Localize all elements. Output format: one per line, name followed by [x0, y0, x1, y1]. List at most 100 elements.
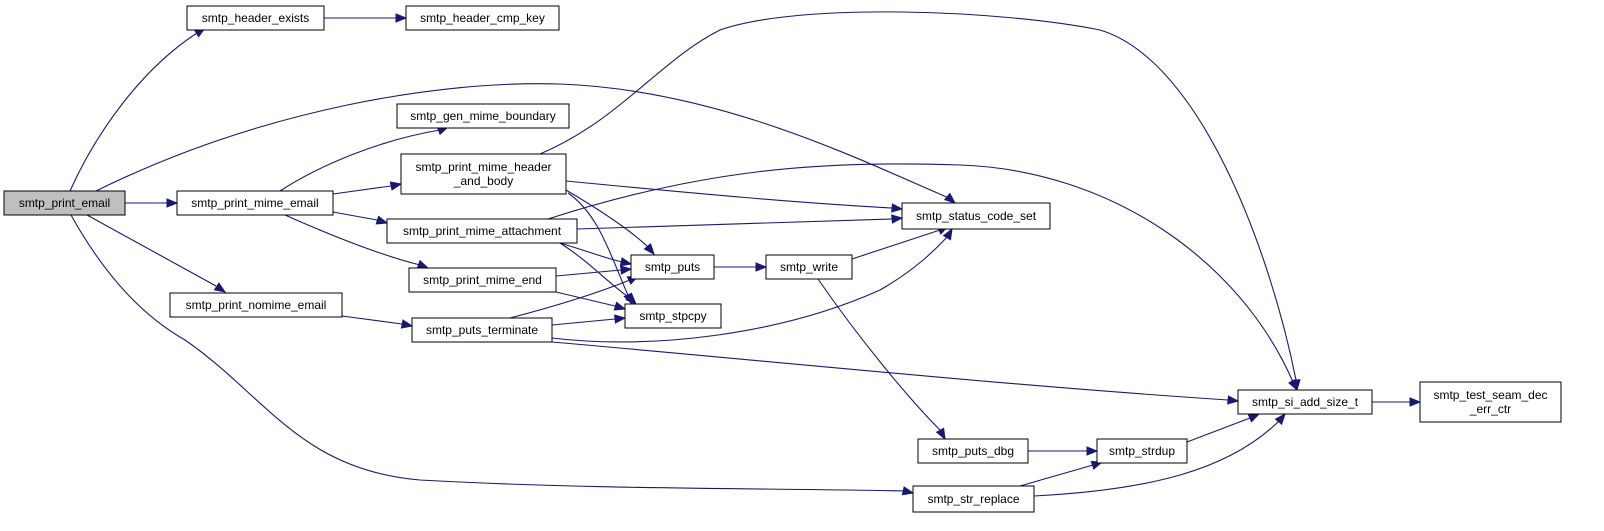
- node-box[interactable]: [176, 190, 334, 216]
- edge-smtp_print_nomime_email-to-smtp_puts_terminate: [341, 315, 414, 329]
- node-label: smtp_write: [780, 260, 838, 274]
- edge-line: [817, 278, 941, 431]
- edge-smtp_write-to-smtp_status_code_set: [851, 225, 950, 260]
- arrowhead: [943, 192, 957, 204]
- edge-line: [547, 163, 1294, 383]
- edge-line: [284, 214, 421, 266]
- edge-line: [341, 315, 403, 325]
- arrowhead: [389, 181, 403, 191]
- node-smtp-puts-dbg[interactable]: smtp_puts_dbg: [917, 438, 1029, 464]
- node-smtp-print-mime-email[interactable]: smtp_print_mime_email: [176, 190, 334, 216]
- node-label: smtp_gen_mime_boundary: [410, 109, 555, 123]
- edge-smtp_print_mime_end-to-smtp_stpcpy: [555, 291, 627, 311]
- edge-line: [559, 242, 623, 263]
- node-box[interactable]: [186, 5, 325, 31]
- node-smtp-header-exists[interactable]: smtp_header_exists: [186, 5, 325, 31]
- edge-line: [565, 180, 893, 209]
- node-smtp-test-seam-dec-err-ctr[interactable]: smtp_test_seam_dec_err_ctr: [1419, 381, 1562, 423]
- node-smtp-gen-mime-boundary[interactable]: smtp_gen_mime_boundary: [396, 103, 570, 129]
- edge-smtp_puts_terminate-to-smtp_stpcpy: [551, 314, 627, 326]
- edge-smtp_print_email-to-smtp_print_nomime_email: [86, 214, 227, 293]
- node-label: _err_ctr: [1469, 402, 1511, 416]
- edge-line: [576, 218, 893, 230]
- edge-smtp_print_mime_header_and_body-to-smtp_status_code_set: [565, 180, 904, 213]
- arrowhead: [614, 314, 627, 324]
- node-box[interactable]: [408, 267, 557, 293]
- edge-smtp_print_mime_attachment-to-smtp_puts: [559, 242, 633, 267]
- node-label: smtp_puts: [645, 260, 700, 274]
- node-box[interactable]: [169, 292, 343, 318]
- arrowhead: [891, 203, 904, 213]
- edge-smtp_print_mime_header_and_body-to-smtp_puts: [565, 189, 655, 256]
- node-box[interactable]: [1419, 381, 1562, 423]
- node-box[interactable]: [400, 153, 567, 195]
- edge-line: [565, 189, 649, 248]
- edge-smtp_str_replace-to-smtp_si_add_size_t: [1033, 412, 1286, 497]
- node-box[interactable]: [624, 303, 722, 329]
- node-box[interactable]: [3, 190, 126, 216]
- node-box[interactable]: [917, 438, 1029, 464]
- node-label: smtp_header_exists: [202, 11, 309, 25]
- node-smtp-puts[interactable]: smtp_puts: [630, 254, 715, 280]
- node-label: smtp_header_cmp_key: [420, 11, 545, 25]
- edge-smtp_si_add_size_t-to-smtp_test_seam_dec_err_ctr: [1372, 397, 1422, 407]
- node-label: _and_body: [453, 174, 513, 188]
- edge-smtp_header_exists-to-smtp_header_cmp_key: [324, 13, 408, 23]
- edge-line: [567, 192, 629, 296]
- node-label: smtp_print_mime_attachment: [403, 224, 562, 238]
- arrowhead: [1288, 378, 1298, 392]
- edge-smtp_puts_terminate-to-smtp_status_code_set: [551, 227, 953, 343]
- node-label: smtp_stpcpy: [639, 309, 706, 323]
- edge-smtp_print_mime_header_and_body-to-smtp_si_add_size_t: [539, 11, 1301, 392]
- edge-smtp_puts_dbg-to-smtp_strdup: [1028, 446, 1099, 456]
- node-smtp-print-email[interactable]: smtp_print_email: [3, 190, 126, 216]
- edge-line: [70, 214, 905, 492]
- edge-line: [559, 242, 631, 299]
- node-smtp-print-mime-header-and-body[interactable]: smtp_print_mime_header_and_body: [400, 153, 567, 195]
- edge-line: [95, 83, 950, 199]
- node-smtp-strdup[interactable]: smtp_strdup: [1096, 438, 1188, 464]
- node-box[interactable]: [765, 254, 853, 280]
- arrowhead: [942, 227, 953, 241]
- node-smtp-puts-terminate[interactable]: smtp_puts_terminate: [411, 317, 553, 343]
- edge-line: [332, 211, 378, 221]
- arrowhead: [1086, 446, 1099, 456]
- node-box[interactable]: [912, 485, 1035, 513]
- edge-smtp_print_mime_email-to-smtp_print_mime_end: [284, 214, 430, 269]
- edge-line: [551, 341, 1229, 401]
- node-label: smtp_si_add_size_t: [1252, 395, 1359, 409]
- arrowhead: [1247, 413, 1261, 423]
- node-box[interactable]: [405, 5, 560, 31]
- arrowhead: [400, 319, 414, 329]
- node-label: smtp_test_seam_dec: [1433, 388, 1547, 402]
- node-label: smtp_puts_dbg: [932, 444, 1014, 458]
- node-smtp-print-mime-end[interactable]: smtp_print_mime_end: [408, 267, 557, 293]
- node-box[interactable]: [386, 218, 578, 244]
- node-smtp-si-add-size-t[interactable]: smtp_si_add_size_t: [1237, 389, 1373, 415]
- arrowhead: [1274, 412, 1286, 426]
- node-smtp-status-code-set[interactable]: smtp_status_code_set: [901, 202, 1051, 230]
- node-box[interactable]: [411, 317, 553, 343]
- node-smtp-stpcpy[interactable]: smtp_stpcpy: [624, 303, 722, 329]
- edge-line: [551, 235, 949, 343]
- node-label: smtp_print_mime_end: [423, 273, 542, 287]
- edge-line: [1186, 417, 1251, 443]
- node-box[interactable]: [1096, 438, 1188, 464]
- arrowhead: [901, 486, 915, 496]
- node-smtp-header-cmp-key[interactable]: smtp_header_cmp_key: [405, 5, 560, 31]
- edge-smtp_print_mime_attachment-to-smtp_status_code_set: [576, 214, 904, 230]
- node-box[interactable]: [1237, 389, 1373, 415]
- node-smtp-print-mime-attachment[interactable]: smtp_print_mime_attachment: [386, 218, 578, 244]
- arrowhead: [375, 215, 389, 225]
- node-box[interactable]: [396, 103, 570, 129]
- node-box[interactable]: [901, 202, 1051, 230]
- node-smtp-print-nomime-email[interactable]: smtp_print_nomime_email: [169, 292, 343, 318]
- edge-line: [332, 185, 392, 195]
- arrowhead: [613, 301, 627, 311]
- node-smtp-str-replace[interactable]: smtp_str_replace: [912, 485, 1035, 513]
- nodes-layer: smtp_print_email smtp_header_exists smtp_h…: [3, 5, 1562, 513]
- edge-line: [509, 279, 631, 319]
- node-box[interactable]: [630, 254, 715, 280]
- node-smtp-write[interactable]: smtp_write: [765, 254, 853, 280]
